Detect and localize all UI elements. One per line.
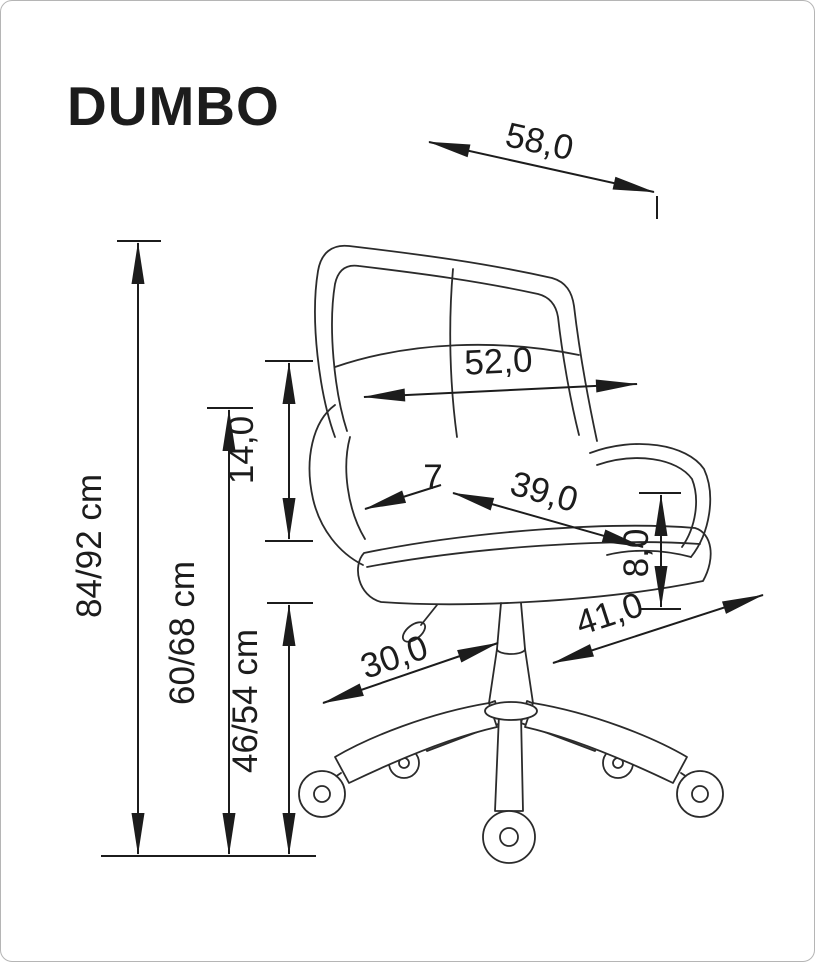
- caster-front-hub: [499, 827, 519, 847]
- dimension-line: [364, 484, 442, 510]
- dimension-line: [363, 379, 638, 402]
- backrest-cross-seam: [334, 343, 580, 368]
- caster-left-wheel: [298, 770, 346, 818]
- dimension-armrest-thickness: 7: [364, 458, 443, 510]
- caster-front-wheel: [482, 810, 536, 864]
- dimension-seat-width: 41,0: [552, 585, 764, 664]
- left-armrest-outer: [308, 404, 364, 566]
- dimension-label-backrest-to-seat: 14,0: [222, 416, 261, 484]
- tilt-lever-knob: [401, 621, 427, 643]
- dimension-line: [552, 594, 764, 664]
- base-hub: [484, 701, 538, 721]
- dimension-line: [452, 492, 644, 548]
- dimension-backrest-to-seat: 14,0: [222, 360, 313, 542]
- caster-right-wheel: [676, 770, 724, 818]
- backrest-center-seam: [449, 268, 458, 438]
- dimension-base-leg: 30,0: [322, 628, 499, 704]
- left-armrest-inner: [345, 436, 366, 540]
- gas-lift-upper: [496, 602, 526, 655]
- dimension-width-top: 58,0: [428, 115, 658, 219]
- base-leg-right: [524, 702, 688, 784]
- dimension-seat-height: 60/68 cm: [163, 407, 253, 855]
- backrest-piping: [331, 264, 580, 436]
- dimension-label-armrest-height: 46/54 cm: [226, 629, 265, 773]
- tilt-lever: [420, 604, 438, 626]
- dimension-backrest-width: 52,0: [363, 340, 638, 402]
- chair-illustration: [298, 244, 724, 864]
- dimension-line: [428, 141, 655, 193]
- caster-left-hub: [313, 785, 331, 803]
- dimension-label-total-height: 84/92 cm: [70, 474, 109, 618]
- dimension-cushion-height: 8,0: [617, 492, 681, 610]
- right-armrest-front-edge: [606, 549, 692, 558]
- base-leg-front: [494, 714, 524, 812]
- caster-right-hub: [691, 785, 709, 803]
- dimension-annotations: 84/92 cm 60/68 cm 14,0 46/54 cm: [70, 115, 764, 857]
- base-leg-left: [334, 702, 498, 784]
- seat-cushion-outline: [357, 524, 712, 606]
- gas-lift-cone: [488, 648, 534, 704]
- dimension-total-height: 84/92 cm: [70, 240, 161, 855]
- right-armrest-inner: [596, 457, 697, 548]
- dimension-line: [322, 642, 499, 704]
- dimension-label-armrest-thickness: 7: [423, 458, 442, 497]
- dimension-label-backrest-width: 52,0: [463, 340, 533, 383]
- dimension-label-seat-width: 41,0: [571, 585, 648, 643]
- right-armrest-outer: [589, 443, 711, 558]
- dimension-armrest-height: 46/54 cm: [226, 602, 313, 855]
- dimension-label-seat-height: 60/68 cm: [163, 561, 202, 705]
- backrest-outline: [314, 244, 598, 442]
- dimension-label-cushion-height: 8,0: [617, 529, 656, 578]
- product-title: DUMBO: [67, 75, 280, 137]
